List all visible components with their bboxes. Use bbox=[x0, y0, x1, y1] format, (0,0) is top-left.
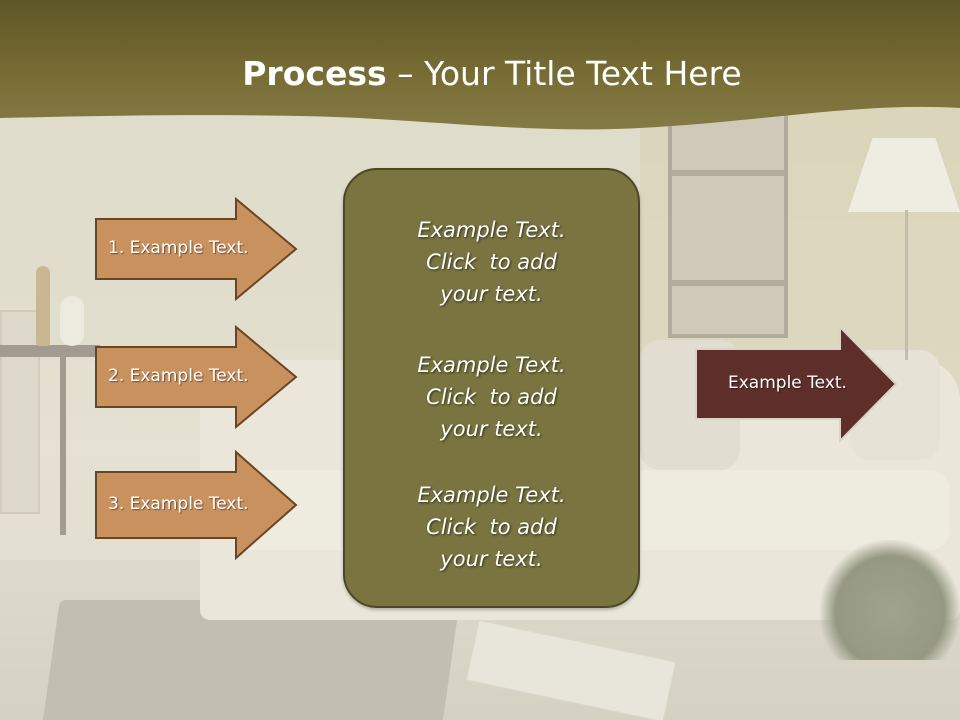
center-block-2-line-2: Click to add bbox=[426, 385, 557, 409]
right-arrow: Example Text. bbox=[694, 324, 900, 445]
title-bold: Process bbox=[242, 54, 387, 93]
center-block-3-line-3: your text. bbox=[440, 547, 543, 571]
title-rest: – Your Title Text Here bbox=[386, 54, 742, 93]
center-block-1-line-2: Click to add bbox=[426, 250, 557, 274]
page-title: Process – Your Title Text Here bbox=[0, 54, 960, 93]
center-block-2: Example Text. Click to add your text. bbox=[345, 349, 638, 445]
right-arrow-label: Example Text. bbox=[728, 373, 847, 393]
center-block-2-line-3: your text. bbox=[440, 417, 543, 441]
center-block-1: Example Text. Click to add your text. bbox=[345, 214, 638, 310]
title-banner: Process – Your Title Text Here bbox=[0, 0, 960, 150]
center-block-1-line-1: Example Text. bbox=[417, 218, 566, 242]
left-arrow-3-label: 3. Example Text. bbox=[108, 494, 249, 514]
center-block-3-line-2: Click to add bbox=[426, 515, 557, 539]
left-arrow-1-label: 1. Example Text. bbox=[108, 238, 249, 258]
center-block-1-line-3: your text. bbox=[440, 282, 543, 306]
center-text-box: Example Text. Click to add your text. Ex… bbox=[343, 168, 640, 608]
left-arrow-1: 1. Example Text. bbox=[94, 196, 300, 302]
left-arrow-3: 3. Example Text. bbox=[94, 449, 300, 562]
left-arrow-2-label: 2. Example Text. bbox=[108, 366, 249, 386]
center-block-2-line-1: Example Text. bbox=[417, 353, 566, 377]
center-block-3-line-1: Example Text. bbox=[417, 483, 566, 507]
left-arrow-2: 2. Example Text. bbox=[94, 324, 300, 430]
center-block-3: Example Text. Click to add your text. bbox=[345, 479, 638, 575]
